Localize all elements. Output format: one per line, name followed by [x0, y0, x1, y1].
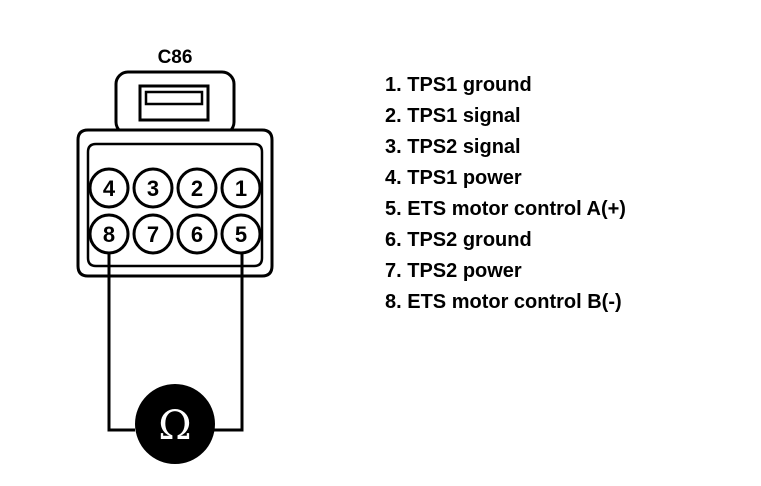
meter-leads: [107, 251, 244, 432]
pin-legend: 1. TPS1 ground 2. TPS1 signal 3. TPS2 si…: [385, 70, 626, 318]
pin-7-cavity: [132, 213, 174, 255]
pin-6: 6: [176, 213, 218, 255]
pin-7: 7: [132, 213, 174, 255]
legend-item-pin-8: 8. ETS motor control B(-): [385, 291, 622, 313]
lead-pin-8: [107, 251, 135, 432]
lead-pin-5: [214, 251, 244, 432]
pin-3: 3: [132, 167, 174, 209]
pin-1-number: 1: [235, 176, 247, 201]
legend-item-pin-1: 1. TPS1 ground: [385, 74, 532, 96]
pin-1: 1: [220, 167, 262, 209]
pin-4-cavity: [88, 167, 130, 209]
ohmmeter-body: [135, 384, 215, 464]
pin-3-cavity: [132, 167, 174, 209]
pin-3-number: 3: [147, 176, 159, 201]
connector-id-label: C86: [158, 47, 193, 68]
pin-7-number: 7: [147, 222, 159, 247]
pin-4: 4: [88, 167, 130, 209]
ohmmeter: Ω: [135, 384, 215, 464]
pin-8-number: 8: [103, 222, 115, 247]
pin-2: 2: [176, 167, 218, 209]
pin-2-number: 2: [191, 176, 203, 201]
pin-8: 8: [88, 213, 130, 255]
ohm-icon: Ω: [158, 403, 191, 449]
legend-item-pin-5: 5. ETS motor control A(+): [385, 198, 626, 220]
pin-4-number: 4: [103, 176, 116, 201]
connector-latch: [114, 70, 236, 136]
pin-6-number: 6: [191, 222, 203, 247]
pin-cavities: 4 3 2 1 8 7 6 5: [88, 167, 262, 255]
legend-item-pin-3: 3. TPS2 signal: [385, 136, 521, 158]
legend-item-pin-7: 7. TPS2 power: [385, 260, 522, 282]
pin-6-cavity: [176, 213, 218, 255]
legend-item-pin-2: 2. TPS1 signal: [385, 105, 521, 127]
pin-1-cavity: [220, 167, 262, 209]
pin-5-cavity: [220, 213, 262, 255]
pin-8-cavity: [88, 213, 130, 255]
legend-item-pin-4: 4. TPS1 power: [385, 167, 522, 189]
pin-5: 5: [220, 213, 262, 255]
legend-item-pin-6: 6. TPS2 ground: [385, 229, 532, 251]
pin-2-cavity: [176, 167, 218, 209]
pin-5-number: 5: [235, 222, 247, 247]
